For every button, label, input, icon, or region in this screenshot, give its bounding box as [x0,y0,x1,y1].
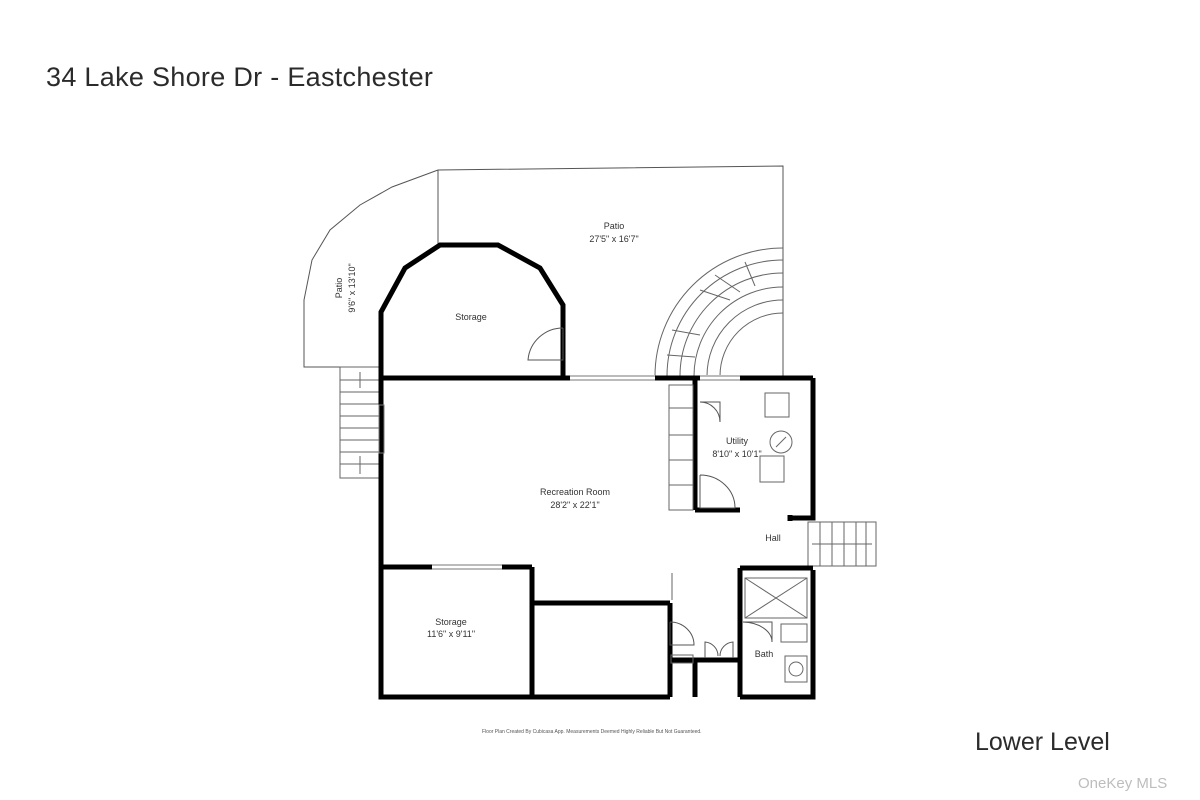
utility-name: Utility [726,436,748,446]
door-swings [527,327,773,658]
mls-watermark: OneKey MLS [1078,775,1168,792]
patio-main-name: Patio [604,221,625,231]
patio-side-name: Patio [334,278,344,299]
hall-name: Hall [765,533,781,543]
bath-name: Bath [755,649,774,659]
patio-main-dims: 27'5" x 16'7" [589,234,638,244]
right-stairs [807,521,877,567]
storage-bottom-dims: 11'6" x 9'11" [427,629,475,639]
storage-top-name: Storage [455,312,487,322]
patio-side-dims: 9'6" x 13'10" [347,263,357,312]
openings [432,375,740,570]
left-stairs [339,366,381,479]
window-marks [378,375,740,570]
floor-plan-credit: Floor Plan Created By Cubicasa App. Meas… [482,729,702,735]
recreation-room-dims: 28'2" x 22'1" [550,500,599,510]
patio-steps [654,247,784,377]
utility-dims: 8'10" x 10'1" [712,449,761,459]
fixtures [668,384,808,683]
level-label: Lower Level [975,728,1110,756]
storage-bottom-name: Storage [435,617,467,627]
plan-title: 34 Lake Shore Dr - Eastchester [46,62,434,92]
recreation-room-name: Recreation Room [540,487,610,497]
